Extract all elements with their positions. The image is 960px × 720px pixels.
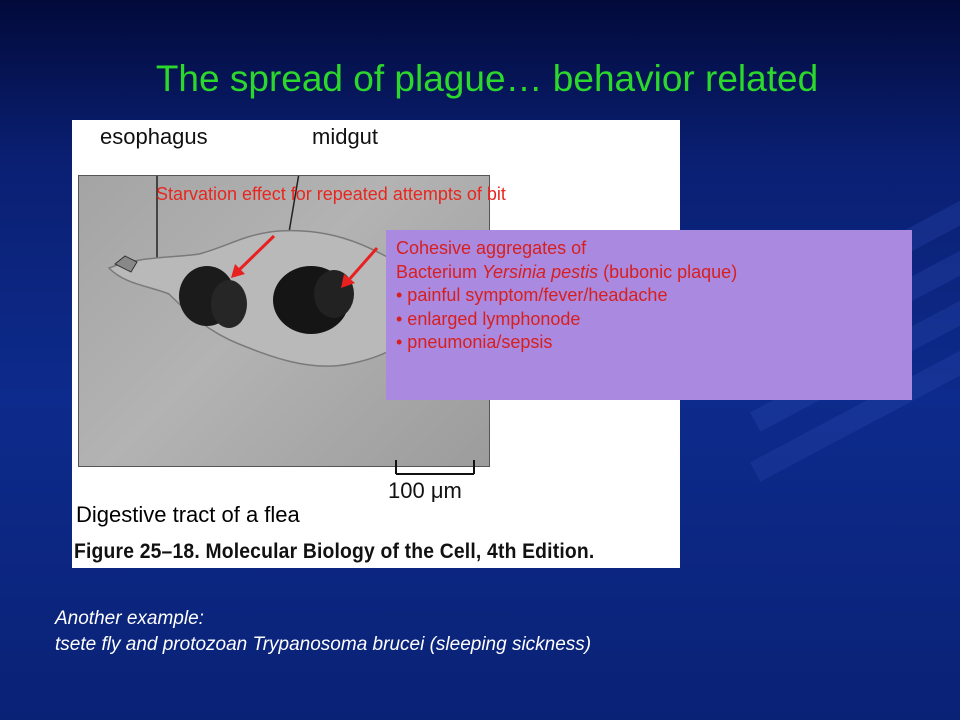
callout-bullet: • pneumonia/sepsis <box>396 332 553 353</box>
starvation-annotation: Starvation effect for repeated attempts … <box>156 184 506 204</box>
label-esophagus: esophagus <box>100 124 208 149</box>
figure-caption: Figure 25–18. Molecular Biology of the C… <box>74 540 595 563</box>
figure-title: Digestive tract of a flea <box>76 500 300 530</box>
footer-note: Another example: tsete fly and protozoan… <box>55 606 591 658</box>
micrograph-drawing <box>107 125 421 367</box>
callout-line-2: Bacterium Yersinia pestis (bubonic plaqu… <box>396 261 902 285</box>
footer-line-2: tsete fly and protozoan Trypanosoma bruc… <box>55 634 592 655</box>
callout-line-2-prefix: Bacterium <box>396 261 483 282</box>
scale-bar-label: 100 μm <box>388 478 462 503</box>
slide-title: The spread of plague… behavior related <box>155 58 819 99</box>
callout-line-2-suffix: (bubonic plaque) <box>598 261 738 282</box>
callout-bullet: • enlarged lymphonode <box>396 308 581 329</box>
footer-line-1: Another example: <box>55 608 204 629</box>
label-midgut: midgut <box>312 124 379 149</box>
callout-line-1: Cohesive aggregates of <box>396 238 587 258</box>
bacterium-callout: Cohesive aggregates of Bacterium Yersini… <box>386 230 912 400</box>
scale-bar <box>395 460 475 475</box>
callout-bullet: • painful symptom/fever/headache <box>396 285 668 306</box>
callout-species-name: Yersinia pestis <box>482 261 599 282</box>
